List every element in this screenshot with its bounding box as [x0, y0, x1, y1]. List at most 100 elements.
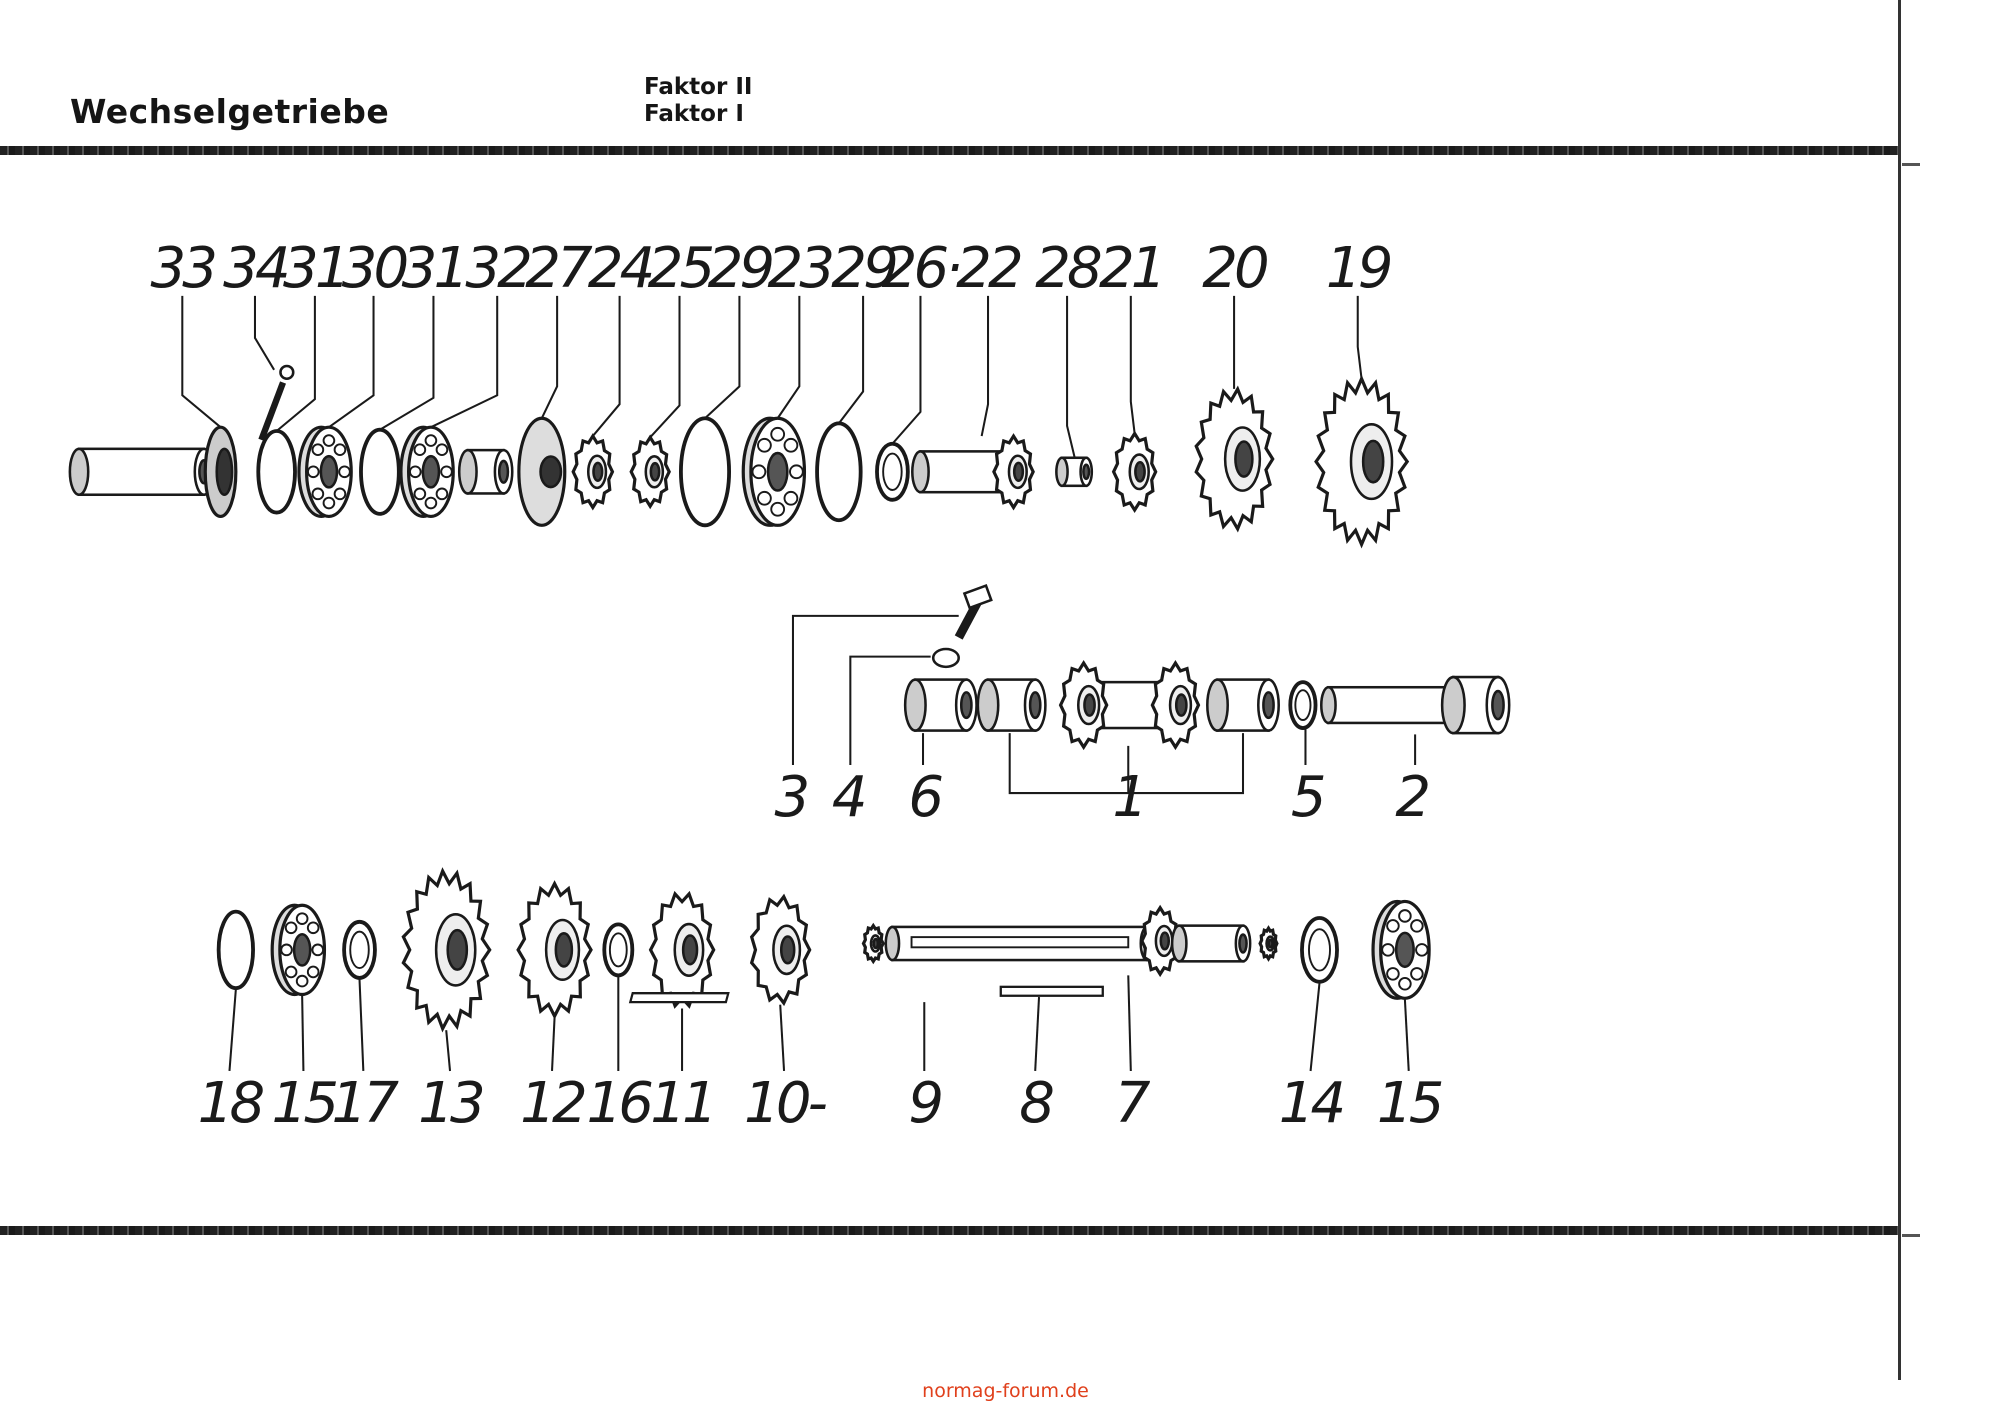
part-number-label: 15 [272, 1071, 337, 1136]
leader-line [592, 295, 621, 437]
part-15-bearing-b-ball [1410, 919, 1424, 933]
part-7-spline-end-bore [872, 937, 880, 950]
part-15-bearing-ball [295, 974, 309, 988]
part-30-bearing-ball [322, 496, 336, 510]
model-label-faktor-i: Faktor I [644, 101, 744, 127]
part-8-key [999, 985, 1104, 997]
part-number-label: 27 [525, 236, 593, 301]
part-11-gear-bore [681, 934, 699, 966]
part-34-pin [258, 381, 287, 442]
part-number-label: 19 [1326, 236, 1391, 301]
part-1-sleeve-left-end [976, 678, 1000, 732]
part-14-ring-hole [1308, 928, 1331, 972]
part-28-bush-end [1055, 456, 1069, 488]
part-4-lock-washer [931, 647, 960, 669]
part-23-bearing-ball [770, 426, 786, 442]
leader-line [779, 1004, 786, 1072]
part-number-label: 2 [1395, 765, 1428, 830]
part-number-label: 31 [283, 236, 347, 301]
leader-line [301, 995, 305, 1071]
part-6-sleeve-bore [959, 691, 973, 720]
part-31-circlip-b [359, 427, 401, 516]
leader-line [181, 295, 222, 428]
part-number-label: 14 [1279, 1071, 1343, 1136]
part-19-gear-bore [1361, 439, 1385, 484]
leader-line [1066, 295, 1076, 459]
part-23-bearing-ball [770, 501, 786, 517]
part-28-bush-bore [1082, 463, 1091, 481]
part-number-label: 13 [418, 1071, 483, 1136]
leader-line [776, 295, 801, 419]
part-23-bearing-ball [789, 464, 804, 480]
part-7-keyway [910, 936, 1130, 949]
part-3-bolt-head [962, 583, 993, 610]
part-2-shaft-head-bore [1491, 689, 1505, 721]
leader-line [891, 295, 922, 445]
model-label-faktor-ii: Faktor II [644, 74, 753, 100]
part-number-label: 16 [586, 1071, 652, 1136]
part-1-gear-left-bore [1083, 693, 1096, 717]
part-15-bearing-ball [306, 921, 320, 935]
spline-shaft-end [77, 447, 206, 497]
part-6-sleeve-end [903, 678, 927, 732]
part-22-gear-bore [1012, 461, 1025, 482]
part-30-bearing-ball [311, 487, 325, 501]
page-title: Wechselgetriebe [70, 92, 390, 131]
part-23-bearing-ball [751, 464, 767, 480]
part-number-label: 24 [588, 236, 652, 301]
part-15-bearing-ball [280, 943, 293, 957]
part-7-collar-end [1170, 924, 1188, 963]
part-number-label: 26· [882, 236, 960, 301]
leader-line [379, 295, 435, 431]
part-7-mainshaft-end [884, 925, 901, 962]
part-15-bearing-ball [284, 921, 298, 935]
part-15-bearing-bore [292, 932, 312, 967]
part-number-label: 34 [223, 236, 287, 301]
part-number-label: 4 [832, 765, 864, 830]
part-15-bearing-b-ball [1398, 977, 1412, 991]
leader-bracket-1 [1008, 733, 1245, 795]
leader-line [358, 979, 365, 1072]
part-number-label: 11 [650, 1071, 714, 1136]
part-15-bearing-b-ball [1381, 943, 1395, 957]
leader-line [430, 295, 499, 429]
leader-line-4 [849, 655, 931, 766]
right-border-line [1898, 0, 1901, 1380]
leader-line [540, 295, 559, 419]
part-15-bearing-b-ball [1415, 943, 1429, 957]
part-23-bearing-ball [757, 437, 772, 453]
part-33-nut-center [215, 447, 234, 497]
leader-line [253, 295, 275, 371]
part-20-gear-bore [1234, 440, 1254, 478]
part-26-washer-hole [882, 452, 903, 491]
part-number-label: 5 [1291, 765, 1324, 830]
leader-line [551, 1017, 556, 1072]
part-1-sleeve-left-bore [1028, 691, 1042, 720]
part-number-label: 15 [1377, 1071, 1442, 1136]
leader-line [228, 989, 237, 1072]
part-21-gear-bore [1134, 460, 1146, 483]
part-1-sleeve-right-end [1206, 678, 1229, 732]
watermark: normag-forum.de [0, 1380, 1999, 1402]
part-number-label: 23 [767, 236, 832, 301]
part-23-bearing-bore [766, 451, 789, 492]
leader-line [445, 1030, 452, 1072]
part-31-circlip [256, 429, 297, 515]
part-16-washer-hole [608, 932, 628, 968]
part-27-sleeve-bore [497, 459, 510, 484]
leader-line [980, 295, 990, 437]
part-7-small-gear-bore [1267, 938, 1274, 949]
part-30-bearing-bore [319, 454, 339, 489]
part-24-gear-bore [592, 461, 604, 482]
part-number-label: 28 [1035, 236, 1101, 301]
spline-shaft-end-end [68, 447, 90, 497]
part-number-label: 18 [198, 1071, 264, 1136]
part-29-circlip [678, 416, 732, 528]
part-number-label: 8 [1019, 1071, 1053, 1136]
part-1-sleeve-right-bore [1262, 691, 1275, 720]
top-divider-bar [0, 146, 1900, 155]
part-number-label: 20 [1202, 236, 1267, 301]
part-1-gear-right-bore [1174, 693, 1188, 717]
part-number-label: 25 [648, 236, 713, 301]
part-15-bearing-b-ball [1386, 967, 1400, 981]
